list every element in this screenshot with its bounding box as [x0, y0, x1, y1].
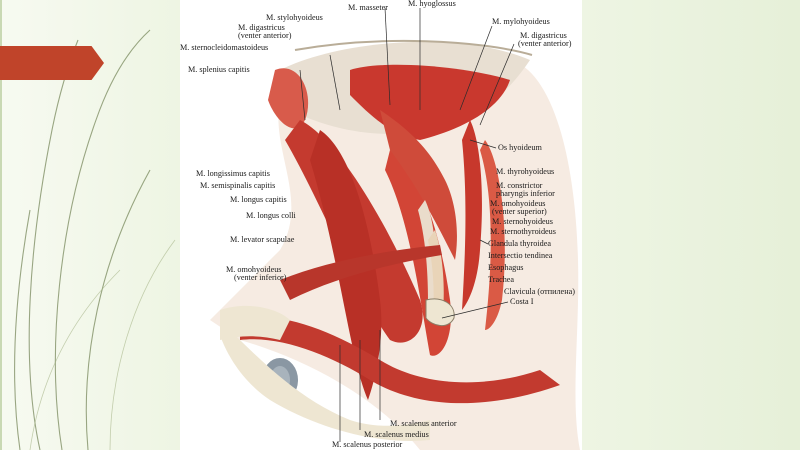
- label-constrictor-sub: pharyngis inferior: [496, 189, 555, 198]
- label-stylohyoideus: M. stylohyoideus: [266, 13, 323, 22]
- left-accent-bar: [0, 0, 2, 450]
- label-semispinalis-capitis: M. semispinalis capitis: [200, 181, 276, 190]
- red-arrow-tab: [0, 46, 104, 80]
- label-omohyoideus-inferior: M. omohyoideus: [226, 265, 282, 274]
- label-clavicula: Clavicula (отпилена): [504, 287, 575, 296]
- label-esophagus: Esophagus: [488, 263, 524, 272]
- label-scalenus-medius: M. scalenus medius: [364, 430, 429, 439]
- label-splenius-capitis: M. splenius capitis: [188, 65, 250, 74]
- label-masseter: M. masseter: [348, 3, 389, 12]
- label-scalenus-posterior: M. scalenus posterior: [332, 440, 403, 449]
- label-thyrohyoideus: M. thyrohyoideus: [496, 167, 555, 176]
- label-scalenus-anterior: M. scalenus anterior: [390, 419, 457, 428]
- label-digastricus-left-sub: (venter anterior): [238, 31, 292, 40]
- label-longissimus-capitis: M. longissimus capitis: [196, 169, 270, 178]
- right-decor-panel: [582, 0, 800, 450]
- label-sternothyroideus: M. sternothyroideus: [490, 227, 556, 236]
- label-omohyoideus-inferior-sub: (venter inferior): [234, 273, 287, 282]
- label-digastricus-left: M. digastricus: [238, 23, 285, 32]
- anatomy-drawing: [210, 7, 580, 450]
- neck-muscles-illustration: M. masseter M. hyoglossus M. stylohyoide…: [180, 0, 582, 450]
- label-omohyoideus-superior-sub: (venter superior): [492, 207, 547, 216]
- label-digastricus-right-sub: (venter anterior): [518, 39, 572, 48]
- label-trachea: Trachea: [488, 275, 515, 284]
- label-sternocleidomastoideus: M. sternocleidomastoideus: [180, 43, 269, 52]
- label-os-hyoideum: Os hyoideum: [498, 143, 542, 152]
- label-mylohyoideus: M. mylohyoideus: [492, 17, 550, 26]
- label-intersectio-tendinea: Intersectio tendinea: [488, 251, 553, 260]
- label-omohyoideus-superior: M. omohyoideus: [490, 199, 546, 208]
- label-digastricus-right: M. digastricus: [520, 31, 567, 40]
- label-longus-colli: M. longus colli: [246, 211, 296, 220]
- label-hyoglossus: M. hyoglossus: [408, 0, 456, 8]
- label-costa: Costa I: [510, 297, 534, 306]
- label-constrictor: M. constrictor: [496, 181, 543, 190]
- label-longus-capitis: M. longus capitis: [230, 195, 287, 204]
- label-glandula-thyroidea: Glandula thyroidea: [488, 239, 551, 248]
- label-sternohyoideus: M. sternohyoideus: [492, 217, 553, 226]
- label-levator-scapulae: M. levator scapulae: [230, 235, 295, 244]
